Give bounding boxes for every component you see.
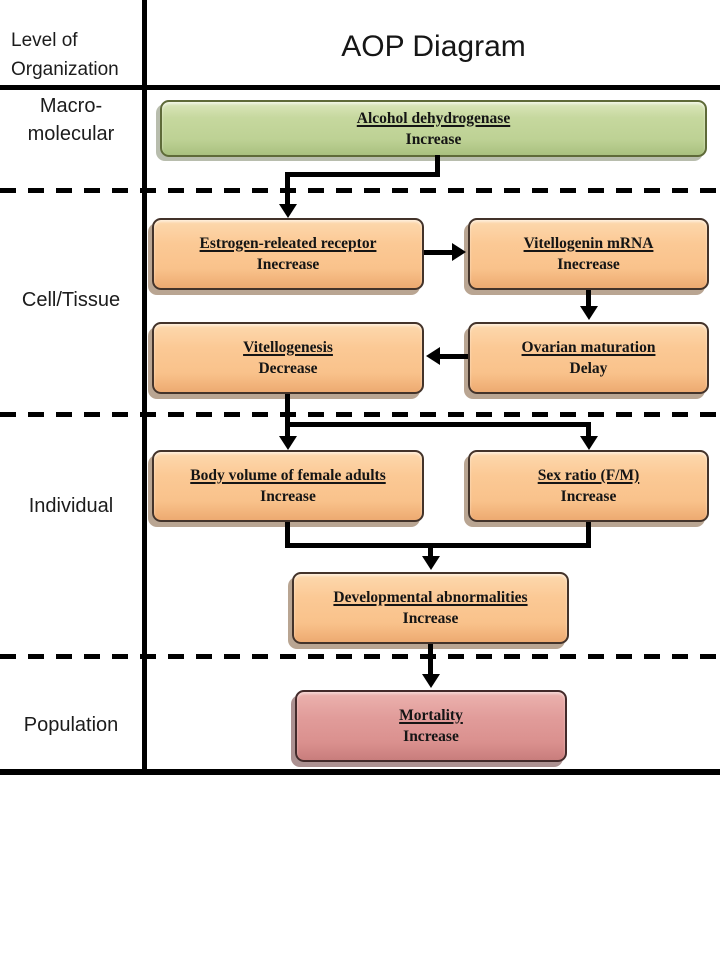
node-title: Developmental abnormalities: [333, 589, 528, 606]
arrowhead-vtgm-to-ovr: [580, 306, 598, 320]
bottom-border-line: [0, 769, 720, 775]
level-label-individual: Individual: [28, 495, 114, 517]
node-vitellogenin-mrna: Vitellogenin mRNA Inecrease: [468, 218, 709, 290]
node-title: Vitellogenesis: [243, 339, 333, 356]
arrowhead-dev-to-mortality: [422, 674, 440, 688]
level-label-cell-tissue: Cell/Tissue: [21, 289, 121, 311]
node-change: Increase: [405, 130, 462, 148]
arrow-merge-to-dev-seg: [285, 543, 591, 548]
arrow-vtg-to-sex-seg: [285, 422, 591, 427]
arrow-ovr-to-vtg-seg: [440, 354, 468, 359]
node-change: Increase: [560, 488, 617, 505]
left-title-line1: Level of: [11, 30, 78, 51]
level-label-macro-molecular: Macro- molecular: [0, 92, 142, 148]
level-divider-dashed-2: [0, 412, 720, 417]
node-change: Delay: [569, 360, 608, 377]
node-title: Sex ratio (F/M): [537, 467, 640, 484]
node-vitellogenesis: Vitellogenesis Decrease: [152, 322, 424, 394]
node-title: Vitellogenin mRNA: [523, 235, 654, 252]
node-change: Decrease: [258, 360, 318, 377]
node-developmental-abnormalities: Developmental abnormalities Increase: [292, 572, 569, 644]
node-estrogen-related-receptor: Estrogen-releated receptor Inecrease: [152, 218, 424, 290]
node-change: Increase: [402, 610, 459, 627]
arrow-adh-to-err-seg: [435, 155, 440, 177]
level-label-line: molecular: [27, 123, 115, 145]
column-divider-line: [142, 0, 147, 774]
node-body-volume-female-adults: Body volume of female adults Increase: [152, 450, 424, 522]
node-title: Mortality: [399, 707, 463, 724]
node-sex-ratio: Sex ratio (F/M) Increase: [468, 450, 709, 522]
arrowhead-merge-to-dev: [422, 556, 440, 570]
page-title: AOP Diagram: [341, 30, 526, 63]
node-ovarian-maturation: Ovarian maturation Delay: [468, 322, 709, 394]
node-mortality: Mortality Increase: [295, 690, 567, 762]
arrow-vtg-to-body-seg: [285, 394, 290, 437]
node-title: Body volume of female adults: [190, 467, 386, 484]
arrow-sex-to-dev-seg: [586, 522, 591, 548]
arrow-vtgm-to-ovr-seg: [586, 290, 591, 308]
arrow-err-to-vtgm-seg: [424, 250, 454, 255]
arrowhead-err-to-vtgm: [452, 243, 466, 261]
node-title: Alcohol dehydrogenase: [356, 109, 511, 127]
arrow-body-to-dev-seg: [285, 522, 290, 548]
header-separator-line: [0, 85, 720, 90]
arrow-merge-to-dev-seg: [428, 543, 433, 558]
level-label-population: Population: [23, 714, 119, 736]
arrowhead-vtg-to-body: [279, 436, 297, 450]
node-change: Increase: [260, 488, 316, 505]
arrow-vtg-to-sex-seg: [586, 422, 591, 437]
left-column-title: Level of Organization: [0, 26, 142, 84]
level-divider-dashed-3: [0, 654, 720, 659]
level-label-line: Macro-: [39, 95, 103, 117]
node-title: Estrogen-releated receptor: [199, 235, 377, 252]
arrowhead-vtg-to-sex: [580, 436, 598, 450]
arrowhead-ovr-to-vtg: [426, 347, 440, 365]
arrow-adh-to-err-seg: [285, 172, 290, 205]
arrow-adh-to-err-seg: [285, 172, 440, 177]
node-alcohol-dehydrogenase: Alcohol dehydrogenase Increase: [160, 100, 707, 157]
node-change: Inecrease: [256, 256, 320, 273]
arrowhead-adh-to-err: [279, 204, 297, 218]
node-change: Increase: [403, 728, 459, 745]
level-divider-dashed-1: [0, 188, 720, 193]
node-change: Inecrease: [557, 256, 620, 273]
left-title-line2: Organization: [11, 59, 119, 80]
node-title: Ovarian maturation: [521, 339, 656, 356]
arrow-dev-to-mortality-seg: [428, 644, 433, 676]
